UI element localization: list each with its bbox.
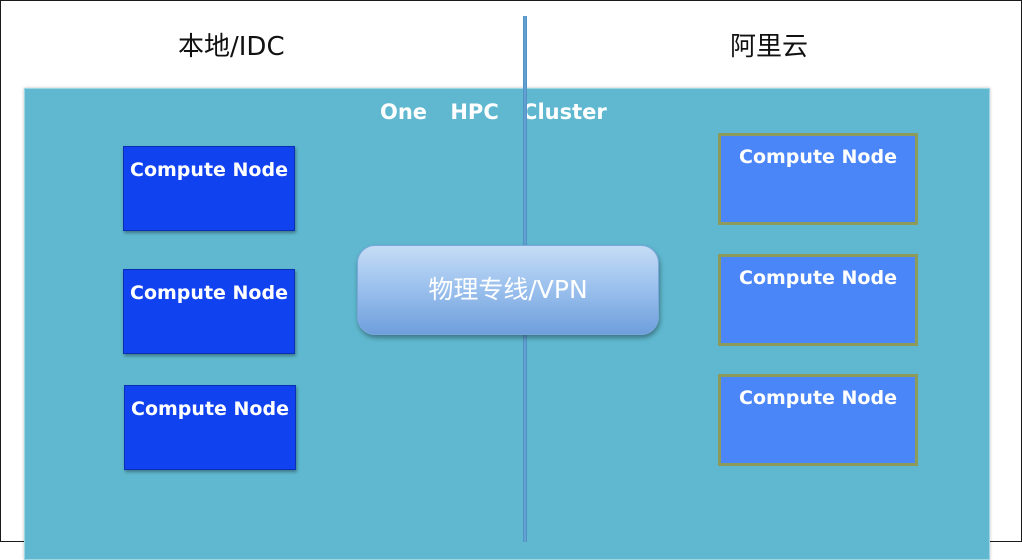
- vpn-connection-box: 物理专线/VPN: [357, 245, 659, 335]
- cloud-compute-node: Compute Node: [718, 133, 918, 225]
- node-label: Compute Node: [739, 387, 897, 409]
- local-idc-label: 本地/IDC: [178, 32, 285, 62]
- node-label: Compute Node: [739, 146, 897, 168]
- node-label: Compute Node: [130, 159, 288, 181]
- local-compute-node: Compute Node: [123, 269, 295, 354]
- local-compute-node: Compute Node: [124, 385, 296, 470]
- cloud-compute-node: Compute Node: [718, 254, 918, 346]
- vpn-label: 物理专线/VPN: [428, 275, 588, 304]
- aliyun-label: 阿里云: [730, 32, 809, 62]
- cloud-compute-node: Compute Node: [718, 374, 918, 466]
- node-label: Compute Node: [130, 282, 288, 304]
- local-compute-node: Compute Node: [123, 146, 295, 231]
- node-label: Compute Node: [739, 267, 897, 289]
- node-label: Compute Node: [131, 398, 289, 420]
- cluster-title: One HPC Cluster: [380, 100, 607, 124]
